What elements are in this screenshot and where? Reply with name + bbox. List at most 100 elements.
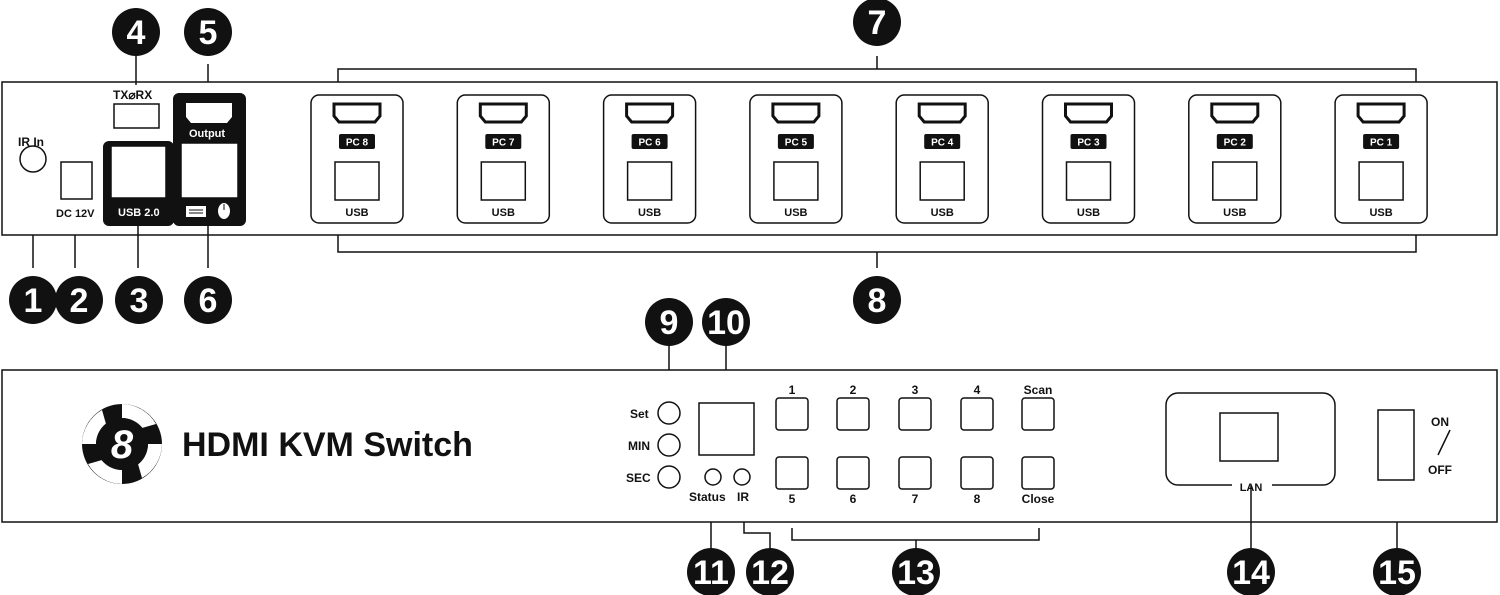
hdmi-input-port — [917, 102, 967, 124]
callout-marker: 7 — [853, 0, 901, 46]
usb-b-port — [1212, 161, 1258, 201]
set-button — [657, 401, 681, 425]
channel-bottom-button — [775, 456, 809, 490]
callout-circle — [687, 548, 735, 595]
status-label: Status — [689, 490, 726, 504]
channel-top-button — [960, 397, 994, 431]
ir-label: IR — [737, 490, 749, 504]
usb-label: USB — [638, 207, 661, 219]
pc-badge — [777, 134, 814, 149]
pc-port-frame — [749, 94, 843, 224]
channel-bottom-button — [960, 456, 994, 490]
callout-marker: 11 — [687, 548, 735, 595]
callout-marker: 4 — [112, 8, 160, 56]
usb20-label: USB 2.0 — [118, 207, 160, 219]
usb-b-port — [626, 161, 673, 201]
usb-b-port — [334, 161, 380, 201]
hdmi-input-port — [1210, 102, 1260, 124]
pc-badge-label: PC 8 — [346, 138, 369, 149]
usb-label: USB — [492, 207, 515, 219]
pc-badge-label: PC 4 — [931, 138, 954, 149]
callout-number: 10 — [707, 304, 745, 342]
front-panel: 8 HDMI KVM Switch Set MIN SEC Status IR … — [1, 369, 1498, 523]
usb-b-port — [1358, 161, 1404, 201]
pc-badge — [631, 134, 668, 149]
channel-bottom-label: 5 — [789, 492, 796, 506]
callout-marker: 15 — [1373, 548, 1421, 595]
rear-panel: IR In DC 12V TX⌀RX USB 2.0 Output PC 8US… — [1, 81, 1498, 236]
min-button — [657, 433, 681, 457]
callout-number: 9 — [660, 304, 679, 342]
pc-port-module: PC 5 USB — [749, 94, 843, 224]
callout-number: 8 — [868, 282, 887, 320]
callout-circle — [853, 276, 901, 324]
ir-in-port — [19, 145, 47, 173]
pc-port-frame — [1188, 94, 1282, 224]
callout-marker: 5 — [184, 8, 232, 56]
hdmi-output-port — [186, 103, 232, 123]
callout-number: 1 — [24, 282, 43, 320]
channel-top-button — [836, 397, 870, 431]
pc-port-frame — [895, 94, 989, 224]
usb-label: USB — [1223, 207, 1246, 219]
callout-number: 5 — [199, 14, 218, 52]
hdmi-input-port — [332, 102, 382, 124]
channel-top-label: 2 — [850, 383, 857, 397]
logo-glyph: 8 — [111, 423, 134, 467]
callout-circle — [184, 8, 232, 56]
dc-label: DC 12V — [56, 208, 95, 220]
callout-circle — [112, 8, 160, 56]
pc-port-frame — [456, 94, 551, 224]
ir-in-label: IR In — [18, 135, 44, 149]
bracket-8 — [337, 235, 1417, 268]
pc-badge — [924, 134, 961, 149]
usb-label: USB — [1077, 207, 1100, 219]
usb-b-port — [773, 161, 819, 201]
callout-marker: 10 — [702, 298, 750, 346]
pc-badge-label: PC 3 — [1077, 138, 1100, 149]
callout-number: 11 — [693, 554, 729, 592]
channel-bottom-label: 6 — [850, 492, 857, 506]
bracket-13 — [791, 528, 1040, 541]
hdmi-input-port — [1356, 102, 1406, 124]
set-label: Set — [630, 407, 649, 421]
callout-marker: 6 — [184, 276, 232, 324]
callout-marker: 9 — [645, 298, 693, 346]
lan-port — [1219, 412, 1279, 462]
bracket-7 — [337, 56, 1417, 82]
channel-bottom-button — [898, 456, 932, 490]
channel-top-label: 4 — [974, 383, 981, 397]
pc-port-frame — [1334, 94, 1428, 224]
pc-badge-label: PC 7 — [492, 138, 515, 149]
pc-badge-label: PC 5 — [785, 138, 808, 149]
channel-top-label: Scan — [1024, 383, 1053, 397]
hdmi-input-port — [1064, 102, 1113, 124]
channel-top-button — [775, 397, 809, 431]
callout-circle — [1373, 548, 1421, 595]
pc-badge-label: PC 1 — [1370, 138, 1393, 149]
pc-badge — [339, 134, 375, 149]
usb-b-port — [919, 161, 965, 201]
output-label: Output — [189, 128, 225, 140]
callout-circle — [746, 548, 794, 595]
led-display — [698, 402, 755, 456]
callout-number: 6 — [199, 282, 218, 320]
usb-label: USB — [784, 207, 807, 219]
usb-b-port — [1065, 161, 1112, 201]
usb20-port — [110, 145, 167, 199]
callout-number: 2 — [70, 282, 89, 320]
dc-power-port — [60, 161, 93, 200]
sec-button — [657, 465, 681, 489]
power-switch — [1377, 409, 1415, 481]
lan-label-bg — [1232, 480, 1272, 492]
txrx-port — [113, 103, 160, 129]
pc-badge — [1216, 134, 1253, 149]
output-usb-port — [180, 142, 239, 199]
callout-circle — [702, 298, 750, 346]
